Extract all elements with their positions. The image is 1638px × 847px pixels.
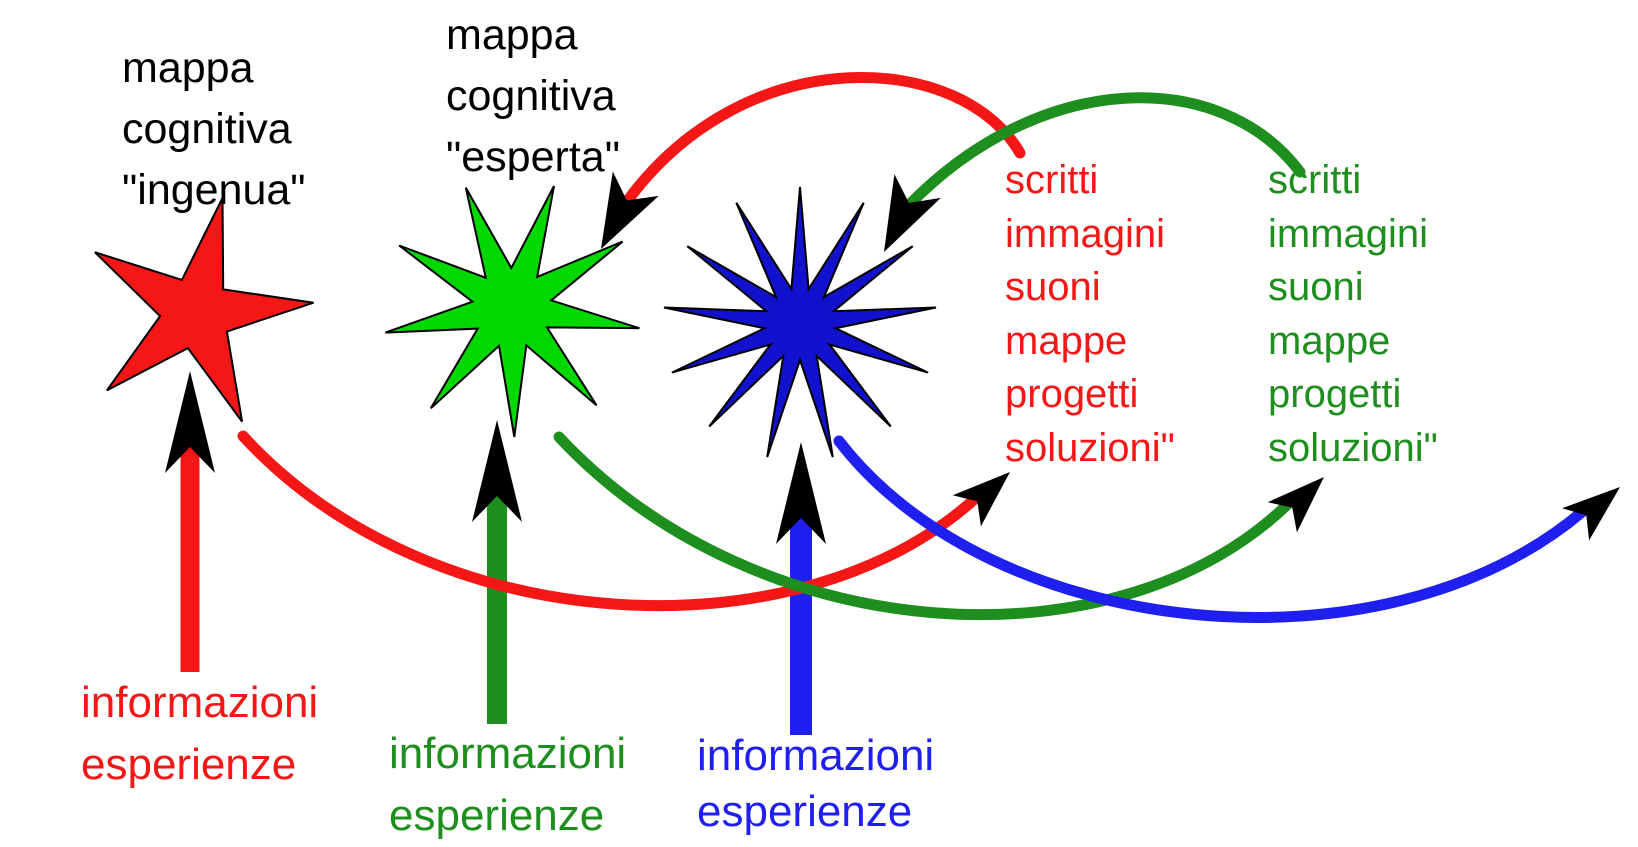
red-output-item: immagini (1005, 212, 1165, 256)
blue-output-arrowhead-icon (1562, 487, 1620, 541)
red-output-arrow (237, 430, 1010, 612)
red-feedback-arrowhead-icon (601, 171, 659, 249)
green-output-item: soluzioni" (1268, 426, 1438, 470)
red-input-arrow (165, 371, 215, 672)
red-input-label-line: esperienze (81, 740, 296, 789)
red-output-item: suoni (1005, 265, 1101, 309)
red-output-item: scritti (1005, 158, 1098, 202)
blue-input-arrow (776, 442, 826, 735)
green-feedback-arrow (884, 92, 1306, 252)
blue-input-arrowhead-icon (776, 442, 826, 544)
red-feedback-curve (622, 72, 1026, 206)
green-output-item: mappe (1268, 319, 1390, 363)
green-output-item: progetti (1268, 372, 1401, 416)
expert-map-title: mappa cognitiva "esperta" (446, 11, 620, 181)
green-output-curve (553, 431, 1298, 621)
red-input-label: informazioni esperienze (81, 678, 318, 789)
expert-map-title-line: "esperta" (446, 133, 620, 181)
red-output-arrowhead-icon (952, 472, 1010, 527)
red-output-curve (237, 430, 984, 612)
green-output-arrow (553, 431, 1324, 621)
naive-map-title-line: mappa (122, 44, 254, 92)
blue-input-label-line: informazioni (697, 731, 934, 780)
green-input-label: informazioni esperienze (389, 729, 626, 840)
red-input-arrowhead-icon (165, 371, 215, 473)
naive-map-star (94, 197, 314, 423)
naive-map-title-line: "ingenua" (122, 166, 306, 214)
green-output-arrowhead-icon (1267, 477, 1324, 533)
green-feedback-curve (902, 92, 1306, 212)
red-output-item: soluzioni" (1005, 426, 1175, 470)
green-input-arrowhead-icon (472, 420, 522, 522)
blue-output-curve (833, 435, 1588, 623)
red-output-item: progetti (1005, 372, 1138, 416)
naive-map-title-line: cognitiva (122, 105, 292, 153)
green-input-label-line: esperienze (389, 791, 604, 840)
green-output-item: immagini (1268, 212, 1428, 256)
red-output-item: mappe (1005, 319, 1127, 363)
red-input-label-line: informazioni (81, 678, 318, 727)
expert-map-title-line: mappa (446, 11, 578, 59)
advanced-map-star (663, 186, 937, 458)
blue-input-label: informazioni esperienze (697, 731, 934, 836)
blue-output-arrow (833, 435, 1620, 623)
green-output-item: suoni (1268, 265, 1364, 309)
green-input-arrow (472, 420, 522, 724)
green-input-label-line: informazioni (389, 729, 626, 778)
red-output-list: scritti immagini suoni mappe progetti so… (1005, 158, 1175, 470)
green-feedback-arrowhead-icon (884, 174, 941, 252)
expert-map-star (385, 185, 640, 438)
naive-map-title: mappa cognitiva "ingenua" (122, 44, 306, 214)
red-feedback-arrow (601, 72, 1026, 249)
blue-input-label-line: esperienze (697, 787, 912, 836)
green-output-list: scritti immagini suoni mappe progetti so… (1268, 158, 1438, 470)
green-output-item: scritti (1268, 158, 1361, 202)
expert-map-title-line: cognitiva (446, 72, 616, 120)
